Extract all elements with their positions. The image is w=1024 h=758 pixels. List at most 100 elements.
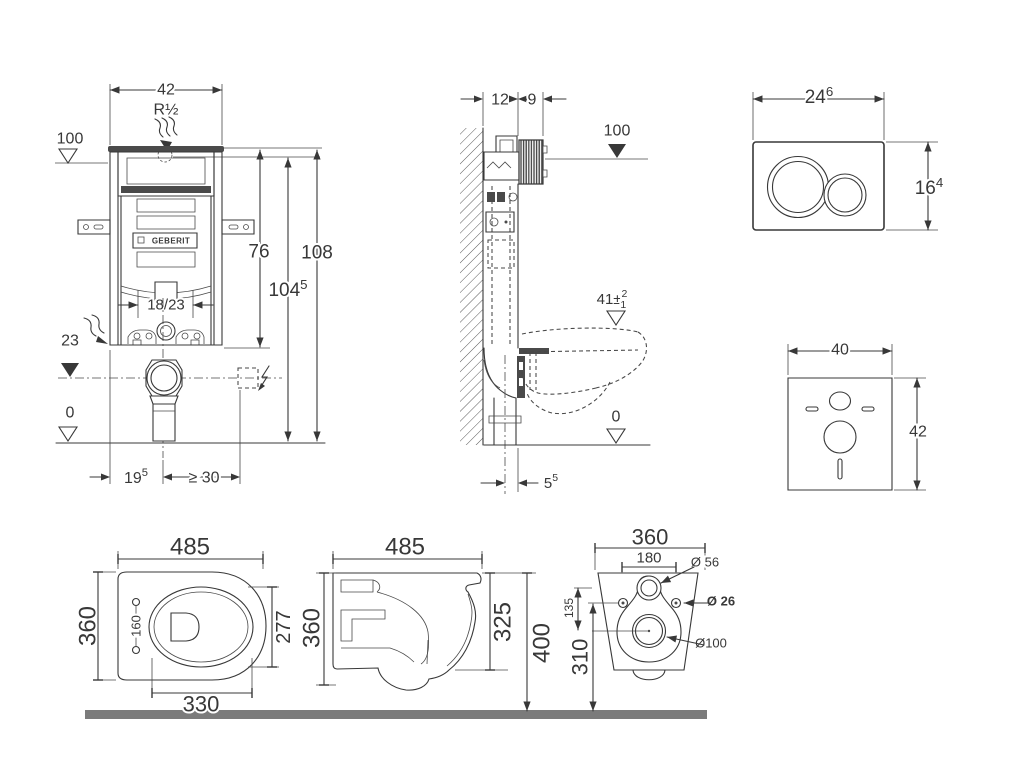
dia-56-label: Ø 56	[691, 555, 719, 570]
tspan-shape: 19	[124, 470, 142, 487]
supply-squiggle-icon	[84, 315, 108, 344]
path-shape	[169, 117, 177, 135]
tspan-shape: 5	[544, 475, 552, 492]
keyhole-outline	[617, 576, 681, 662]
level-23: 23	[61, 333, 79, 350]
rect-shape	[543, 170, 547, 177]
flush-button-large-inner	[773, 162, 824, 213]
dim-arrow	[496, 479, 505, 487]
tspan-shape: 5	[552, 472, 558, 484]
dim-arrow	[101, 473, 110, 481]
rect-shape	[519, 362, 523, 370]
rect-shape	[517, 356, 525, 398]
path-shape	[522, 328, 638, 334]
mat-drain-hole	[824, 421, 856, 453]
tspan-shape: 41±	[597, 291, 622, 308]
dim-arrow	[231, 473, 240, 481]
circle-shape	[134, 333, 140, 339]
rect-shape	[229, 225, 238, 229]
circle-shape	[244, 225, 249, 230]
path-shape	[373, 580, 380, 592]
mounting-bar	[519, 348, 549, 354]
body-panel	[137, 252, 195, 267]
path-shape	[341, 648, 414, 662]
rect-shape	[133, 233, 197, 248]
valve-block	[497, 192, 505, 202]
leader-56	[661, 567, 694, 583]
dim-wc-depth-360: 360	[75, 606, 102, 646]
cistern-side-view: 12 9 100	[460, 90, 650, 495]
rect-shape	[222, 220, 254, 234]
level-triangle-filled	[608, 144, 626, 158]
electrical-box	[238, 368, 258, 388]
dim-310: 310	[568, 639, 593, 676]
dim-install-400: 400	[529, 623, 556, 663]
rect-shape	[543, 146, 547, 153]
rect-shape	[78, 220, 110, 234]
lightning-icon	[258, 366, 269, 391]
dim-depth-9: 9	[528, 92, 537, 109]
frame-left-rail	[110, 152, 118, 345]
logo-text: GEBERIT	[152, 237, 190, 246]
seat-ring-outer	[149, 587, 253, 667]
level-triangle-open	[59, 427, 77, 441]
floor-bar	[85, 710, 707, 719]
hinge-hole-top	[133, 599, 140, 606]
level-100-side: 100	[604, 123, 631, 140]
wc-side-inner-lines	[341, 580, 472, 666]
dim-depth-12: 12	[491, 92, 509, 109]
dim-plate-height: 164	[915, 175, 944, 199]
level-triangle-open	[59, 149, 77, 163]
level-triangle-filled	[61, 363, 79, 377]
path-shape	[155, 119, 163, 137]
dim-arrow	[543, 95, 552, 103]
dim-mat-height: 42	[909, 424, 927, 441]
path-shape	[377, 592, 429, 664]
path-shape	[447, 594, 472, 666]
inspection-hole	[490, 218, 498, 226]
tspan-shape: 5	[142, 467, 148, 479]
dim-plate-width: 246	[805, 84, 834, 108]
path-shape	[128, 330, 156, 344]
rect-shape	[191, 340, 199, 345]
polygon-shape	[150, 396, 178, 404]
path-shape	[527, 382, 610, 414]
dim-back-width-360: 360	[632, 525, 669, 550]
dia-26-label: Ø 26	[707, 594, 735, 609]
leader-100	[667, 635, 704, 645]
tspan-shape: 2	[622, 288, 628, 300]
circle-shape	[194, 333, 200, 339]
rect-shape	[519, 140, 543, 184]
tspan-shape: 16	[915, 178, 936, 199]
frame-top-bar	[108, 146, 224, 152]
tspan-shape: 6	[826, 84, 833, 99]
mat-hole-oval	[830, 392, 851, 410]
water-supply-squiggle-icon	[155, 117, 177, 151]
thread-label: R½	[154, 102, 179, 119]
mat-slot-bottom	[838, 459, 842, 479]
line-shape	[523, 350, 638, 352]
sound-insulation-mat-view: 40 42	[788, 340, 929, 491]
path-shape	[341, 610, 385, 641]
wc-side-outline	[333, 573, 481, 690]
inspection-box	[486, 212, 514, 232]
flush-plate-housing	[519, 140, 547, 184]
frame-bracket	[517, 356, 525, 398]
access-box-slab	[121, 186, 211, 193]
circle-shape	[182, 333, 188, 339]
path-shape	[162, 118, 170, 136]
polygon-shape	[96, 336, 108, 344]
dim-height-108: 108	[301, 243, 333, 264]
wc-top-view: 485 160 360 277 330	[73, 532, 298, 719]
dim-holes-180: 180	[636, 550, 661, 567]
dim-bowl-330: 330	[183, 692, 220, 717]
access-box-inner	[127, 158, 205, 184]
dim-5-5: 55	[544, 472, 558, 492]
valve-circle	[509, 193, 517, 201]
wc-back-view: 360 180 Ø 56 Ø 26 Ø100 135 310	[560, 523, 737, 712]
dim-arrow	[518, 95, 527, 103]
geberit-logo: GEBERIT	[133, 233, 197, 248]
dim-height-104: 1045	[268, 277, 307, 301]
dim-mat-width: 40	[831, 342, 849, 359]
